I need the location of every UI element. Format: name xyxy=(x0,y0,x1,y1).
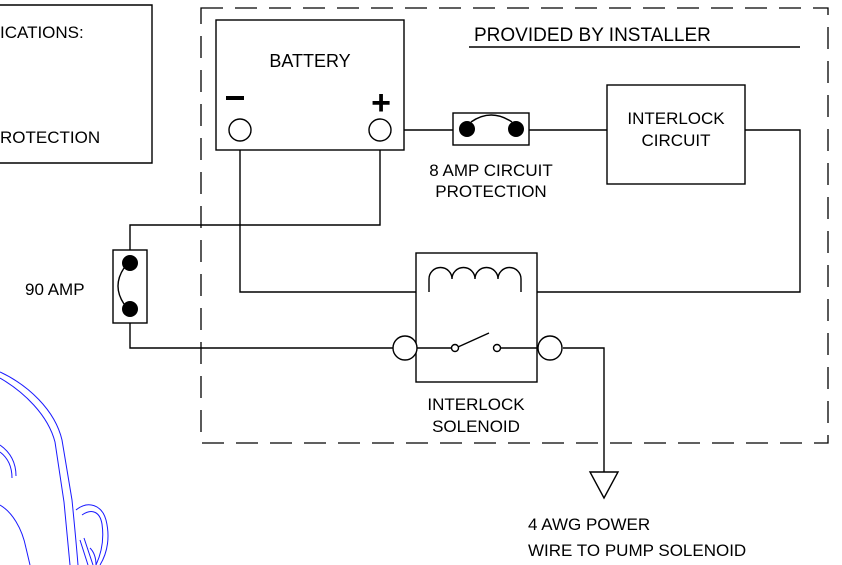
fuse-8amp-contact-left xyxy=(459,121,475,137)
installer-label: PROVIDED BY INSTALLER xyxy=(474,25,711,46)
solenoid-label-1: INTERLOCK xyxy=(427,395,525,414)
pump-sketch-fragment xyxy=(0,371,109,565)
notes-line-2: ROTECTION xyxy=(0,128,100,147)
fuse-8amp-contact-right xyxy=(508,121,524,137)
notes-box: ICATIONS: ROTECTION xyxy=(0,4,153,164)
interlock-circuit-label-2: CIRCUIT xyxy=(642,131,711,150)
pump-power-output: 4 AWG POWER WIRE TO PUMP SOLENOID xyxy=(528,471,746,560)
negative-terminal xyxy=(228,118,252,142)
sketch-line-3 xyxy=(0,444,17,477)
positive-terminal xyxy=(368,118,392,142)
sketch-line-5 xyxy=(0,504,31,565)
switch-blade xyxy=(457,332,490,348)
fuse-8amp-label-2: PROTECTION xyxy=(435,182,546,201)
interlock-solenoid: INTERLOCK SOLENOID xyxy=(392,252,563,436)
wire-fuse90-to-solenoid xyxy=(129,323,393,349)
interlock-circuit-label-1: INTERLOCK xyxy=(627,109,725,128)
sketch-line-4 xyxy=(0,451,13,479)
sketch-line-1 xyxy=(0,371,79,565)
switch-contact-left xyxy=(450,343,460,353)
sketch-line-8 xyxy=(89,547,97,565)
wire-positive-to-fuse90 xyxy=(129,142,381,250)
battery-label: BATTERY xyxy=(269,51,350,71)
wire-solenoid-to-pump xyxy=(563,347,605,472)
power-wire-label-2: WIRE TO PUMP SOLENOID xyxy=(528,541,746,560)
fuse-90amp-contact-bottom xyxy=(122,301,138,317)
fuse-90amp: 90 AMP xyxy=(25,249,148,324)
fuse-8amp-label-1: 8 AMP CIRCUIT xyxy=(429,161,552,180)
fuse-8amp-link xyxy=(470,114,513,123)
interlock-circuit: INTERLOCK CIRCUIT xyxy=(606,84,746,185)
notes-line-1: ICATIONS: xyxy=(0,23,84,42)
interlock-circuit-box xyxy=(606,84,746,185)
solenoid-terminal-right xyxy=(537,335,563,361)
fuse-90amp-contact-top xyxy=(122,255,138,271)
notes-box-border xyxy=(0,4,153,164)
wire-interlock-to-coil xyxy=(522,129,801,293)
sketch-line-2 xyxy=(0,377,71,565)
sketch-line-7 xyxy=(81,511,104,565)
output-arrow-icon xyxy=(588,471,620,500)
wire-negative-to-coil xyxy=(239,142,429,293)
fuse-90amp-label: 90 AMP xyxy=(25,280,85,299)
negative-sign xyxy=(226,96,244,100)
solenoid-label-2: SOLENOID xyxy=(432,417,520,436)
wiring xyxy=(129,129,801,472)
switch-contact-right xyxy=(492,343,502,353)
battery: BATTERY + xyxy=(215,19,405,151)
fuse-90amp-link xyxy=(117,267,125,305)
power-wire-label-1: 4 AWG POWER xyxy=(528,515,650,534)
solenoid-terminal-left xyxy=(392,335,418,361)
solenoid-coil xyxy=(428,266,522,292)
positive-sign: + xyxy=(371,84,391,122)
sketch-line-9 xyxy=(79,537,94,565)
sketch-line-6 xyxy=(75,504,109,565)
fuse-8amp: 8 AMP CIRCUIT PROTECTION xyxy=(429,112,553,201)
